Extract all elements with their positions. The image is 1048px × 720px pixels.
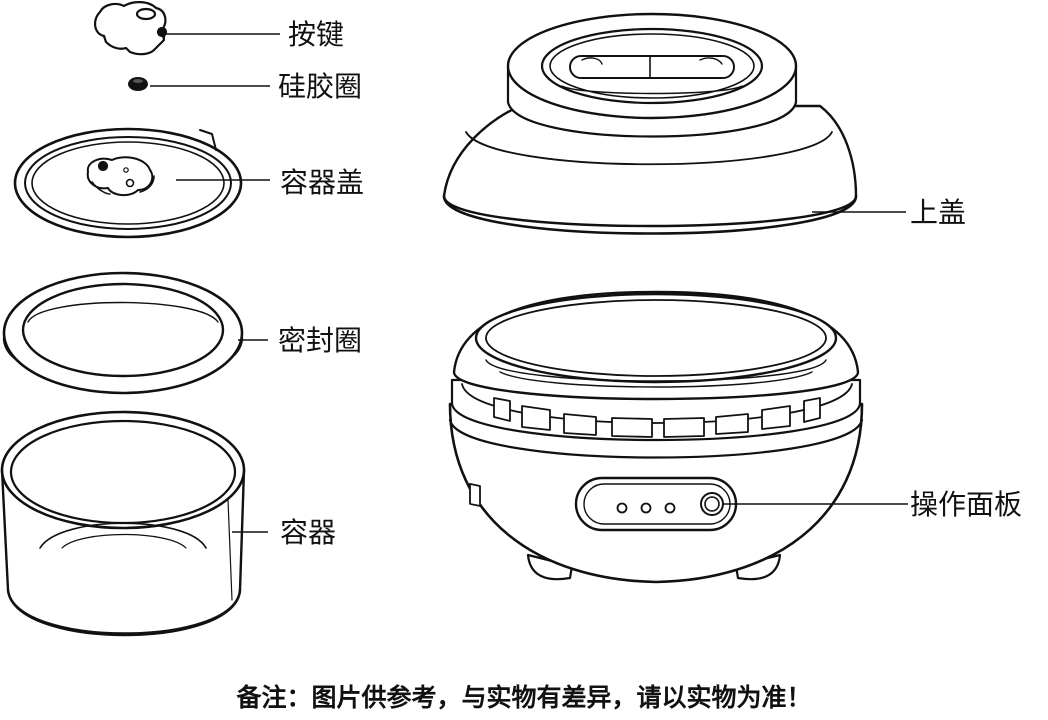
container-part (0, 410, 246, 637)
base-body-part (448, 290, 864, 584)
label-container-lid: 容器盖 (280, 166, 364, 199)
seal-ring-part (2, 271, 244, 395)
label-top-cover: 上盖 (910, 196, 966, 229)
container-lid-part (13, 127, 243, 239)
label-silicone-ring: 硅胶圈 (278, 70, 362, 103)
label-container: 容器 (280, 516, 336, 549)
label-button: 按键 (288, 18, 344, 51)
label-control-panel: 操作面板 (910, 488, 1022, 521)
leader-lines (150, 33, 908, 533)
button-part (94, 1, 168, 56)
footnote-text: 备注：图片供参考，与实物有差异，请以实物为准！ (235, 683, 811, 712)
label-seal-ring: 密封圈 (278, 324, 362, 357)
top-cover-part (442, 12, 858, 235)
silicone-ring-part (128, 77, 148, 91)
